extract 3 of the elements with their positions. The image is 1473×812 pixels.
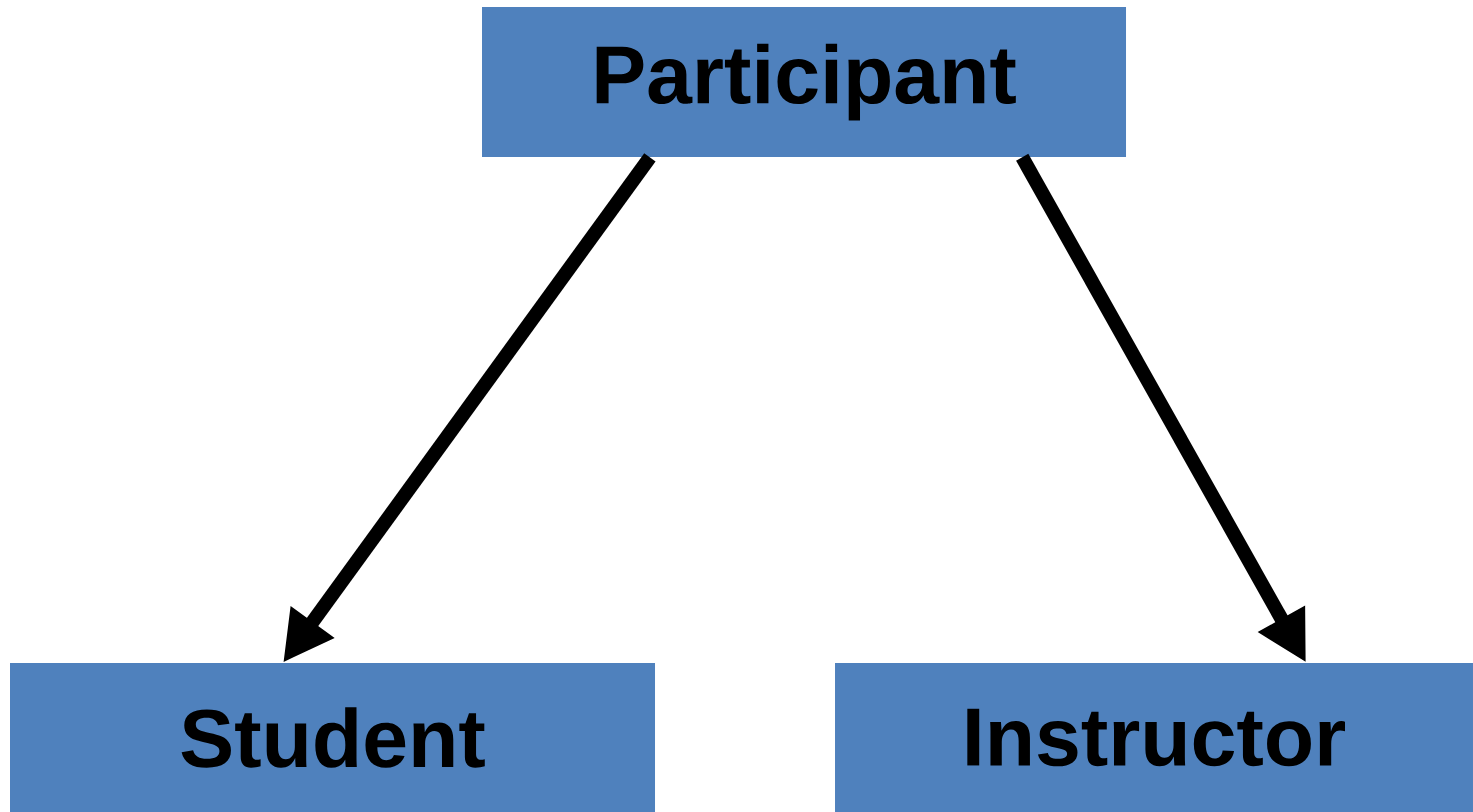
class-box: Instructor (835, 663, 1473, 812)
class-box: Participant (482, 7, 1126, 157)
class-box: Student (10, 663, 655, 812)
